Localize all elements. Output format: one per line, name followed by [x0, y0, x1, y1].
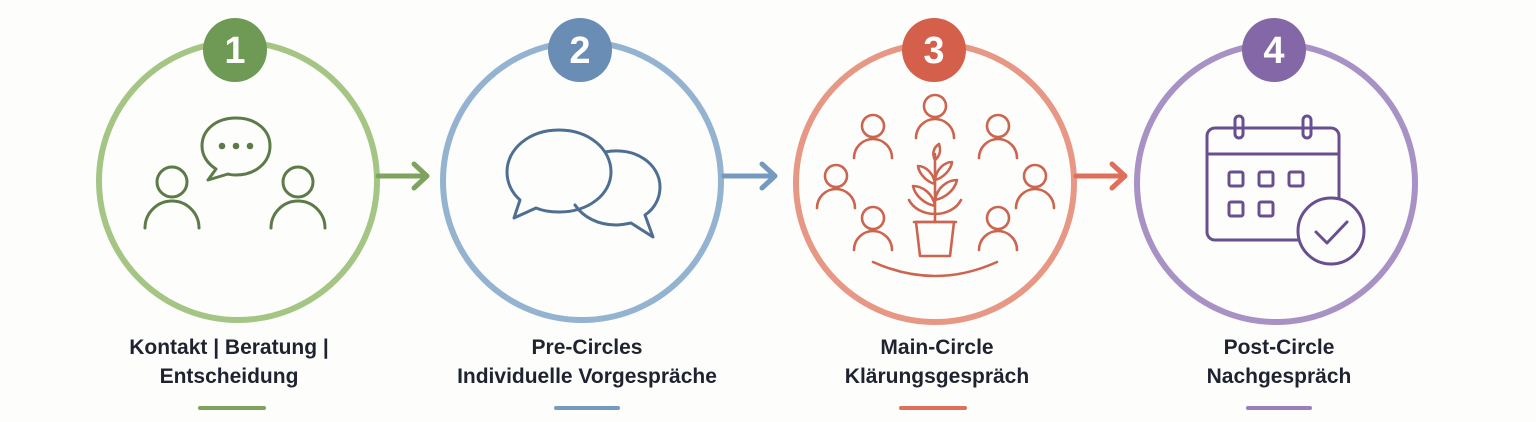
step-3-subtitle: Klärungsgespräch: [844, 365, 1030, 388]
person-lower-left: [852, 205, 894, 252]
step-2-label: Pre-Circles Individuelle Vorgespräche: [407, 333, 767, 391]
step-1-title: Kontakt | Beratung |: [129, 336, 329, 359]
step-1-number: 1: [224, 30, 245, 72]
step-4-title: Post-Circle: [1223, 336, 1335, 359]
step-4-badge: [1242, 18, 1306, 82]
step-3-title: Main-Circle: [880, 336, 994, 359]
step-4-underline: [1246, 406, 1312, 410]
step-1-underline: [198, 406, 266, 410]
person-upper-right: [977, 113, 1019, 160]
step-3-underline: [899, 406, 967, 410]
step-1-label: Kontakt | Beratung | Entscheidung: [49, 333, 409, 391]
person-upper-left: [852, 113, 894, 160]
person-lower-right: [977, 205, 1019, 252]
person-right: [1014, 163, 1056, 210]
step-1: 1: [96, 18, 380, 323]
step-4-label: Post-Circle Nachgespräch: [1099, 333, 1459, 391]
step-3-label: Main-Circle Klärungsgespräch: [757, 333, 1117, 391]
step-4-number: 4: [1263, 30, 1284, 72]
step-3-badge: [902, 18, 966, 82]
step-4: 4: [1134, 18, 1418, 325]
step-4-ring: [1134, 41, 1418, 325]
step-3: 3: [793, 18, 1077, 325]
person-top: [914, 93, 956, 140]
speech-bubbles-icon: [505, 128, 662, 239]
step-1-subtitle: Entscheidung: [159, 365, 299, 388]
plant-pot-icon: [907, 142, 963, 258]
arrow-1-to-2: [375, 161, 430, 191]
step-1-badge: [203, 18, 267, 82]
step-2-underline: [554, 406, 620, 410]
people-chat-icon: [143, 116, 327, 230]
arrow-2-to-3: [721, 161, 778, 191]
person-left: [815, 163, 857, 210]
circle-of-people-plant-icon: [815, 93, 1056, 278]
calendar-check-icon: [1205, 114, 1366, 266]
step-1-ring: [96, 39, 380, 323]
step-3-number: 3: [923, 30, 944, 72]
step-2-number: 2: [569, 30, 590, 72]
step-2: 2: [440, 18, 724, 323]
step-2-title: Pre-Circles: [531, 336, 643, 359]
arrow-3-to-4: [1073, 161, 1128, 191]
step-2-badge: [548, 18, 612, 82]
step-2-subtitle: Individuelle Vorgespräche: [457, 365, 717, 388]
step-4-subtitle: Nachgespräch: [1206, 365, 1352, 388]
step-2-ring: [440, 39, 724, 323]
